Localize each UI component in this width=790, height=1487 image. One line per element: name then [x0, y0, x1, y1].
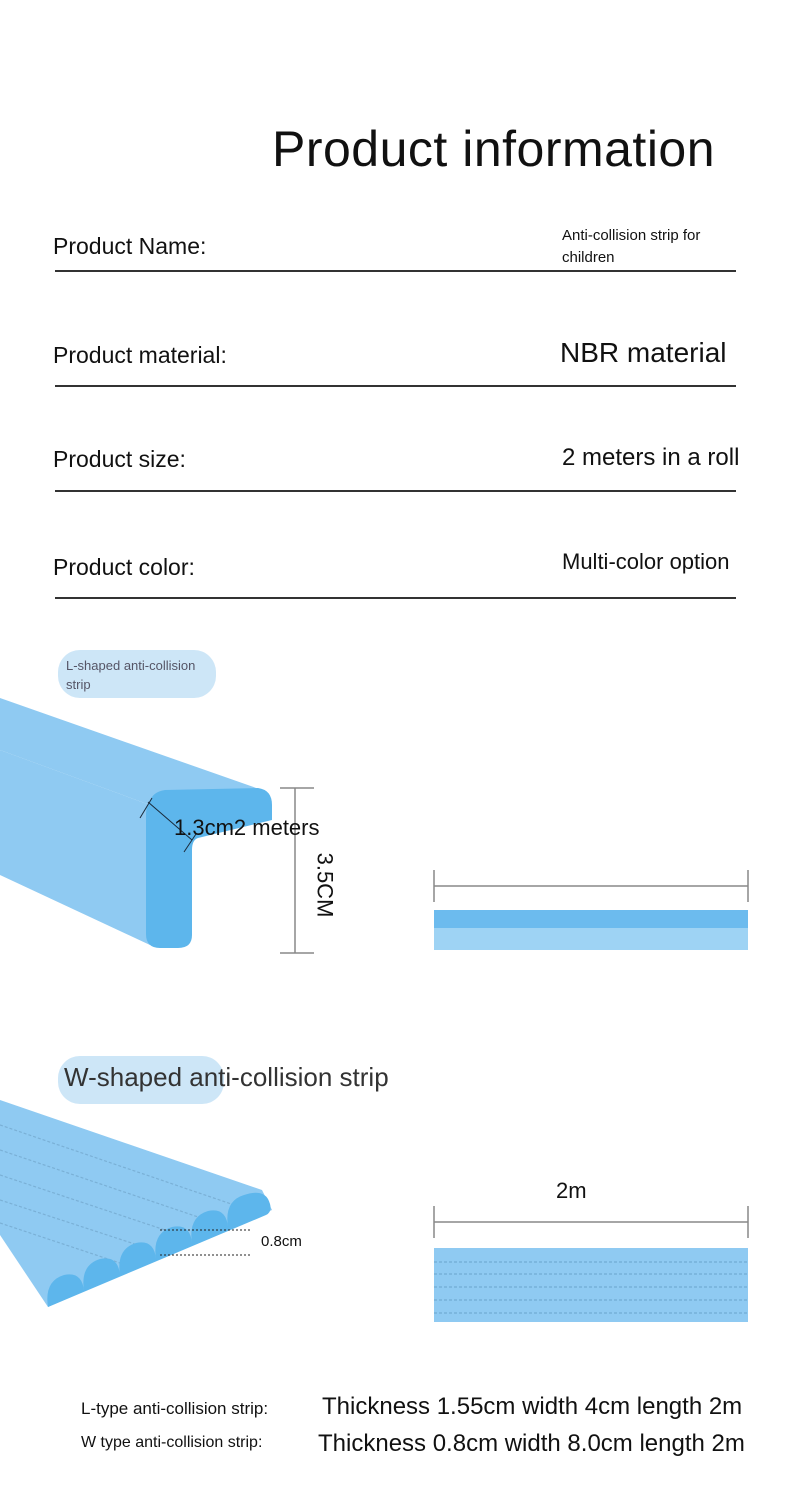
w-type-spec-label: W type anti-collision strip:	[81, 1434, 263, 1451]
l-shaped-tag: L-shaped anti-collision strip	[58, 650, 216, 698]
w-strip-illustration	[0, 1100, 272, 1307]
l-type-spec-value: Thickness 1.55cm width 4cm length 2m	[322, 1393, 743, 1420]
w-thickness-label: 0.8cm	[261, 1233, 302, 1250]
l-flat-strip-illustration	[433, 870, 749, 950]
divider	[55, 270, 736, 272]
w-shaped-tag	[58, 1056, 224, 1104]
w-length-label: 2m	[556, 1178, 587, 1203]
l-strip-front-face	[0, 750, 150, 945]
w-flat-strip-illustration	[433, 1206, 749, 1322]
l-type-spec-label: L-type anti-collision strip:	[81, 1399, 269, 1418]
w-type-spec-value: Thickness 0.8cm width 8.0cm length 2m	[318, 1430, 745, 1457]
l-strip-end-section	[146, 788, 272, 948]
product-size-label: Product size:	[53, 446, 186, 472]
l-shaped-tag-text: L-shaped anti-collision strip	[66, 658, 196, 692]
l-diag-dimension-line	[147, 801, 193, 841]
product-name-value: Anti-collision strip for children	[562, 227, 701, 266]
product-color-label: Product color:	[53, 554, 195, 580]
l-height-dimension-label: 3.5CM	[312, 852, 338, 918]
w-strip-top-face	[0, 1100, 272, 1307]
divider	[55, 385, 736, 387]
divider	[55, 597, 736, 599]
w-strip-scalloped-edge	[47, 1192, 271, 1307]
w-shaped-tag-text: W-shaped anti-collision strip	[64, 1062, 389, 1092]
page-title: Product information	[272, 121, 716, 177]
l-diag-dimension-label: 1.3cm2 meters	[174, 815, 320, 840]
product-color-value: Multi-color option	[562, 549, 730, 574]
l-strip-top-face	[0, 698, 270, 818]
product-material-value: NBR material	[560, 337, 727, 368]
l-flat-strip-bottom	[434, 928, 748, 950]
product-material-label: Product material:	[53, 342, 227, 368]
l-flat-strip-top	[434, 910, 748, 928]
product-name-label: Product Name:	[53, 233, 207, 259]
product-size-value: 2 meters in a roll	[562, 444, 740, 471]
divider	[55, 490, 736, 492]
l-strip-illustration	[0, 698, 314, 954]
w-flat-strip-body	[434, 1248, 748, 1322]
